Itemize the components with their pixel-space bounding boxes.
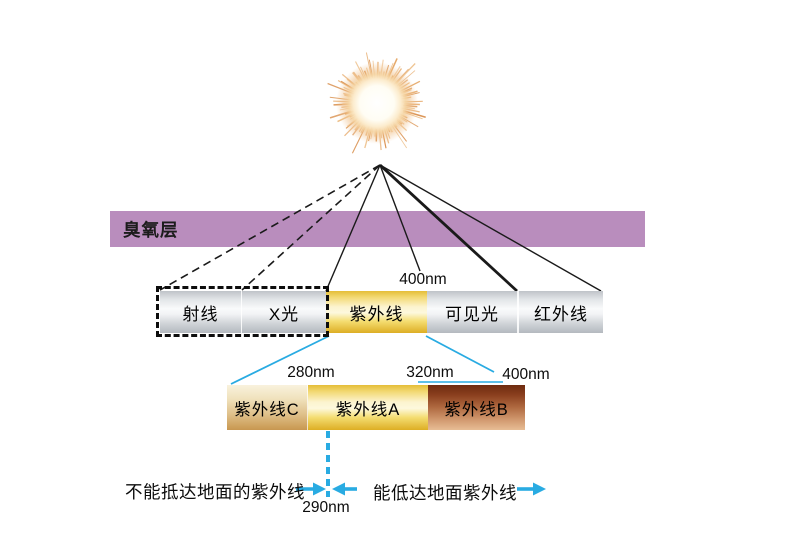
label-290nm: 290nm <box>302 499 350 516</box>
segment-visible-light-label: 可见光 <box>445 304 499 324</box>
segment-rays: 射线 <box>160 291 242 333</box>
segment-uva-label: 紫外线A <box>335 400 401 419</box>
segment-ultraviolet-label: 紫外线 <box>349 304 404 324</box>
segment-uvb-label: 紫外线B <box>444 400 509 419</box>
segment-uvc-label: 紫外线C <box>234 400 300 419</box>
blocked-rays-outline <box>156 286 329 337</box>
sun-icon <box>327 52 426 154</box>
spectrum-bar: 射线 X光 紫外线 可见光 红外线 <box>160 291 603 333</box>
uv-detail-bar: 紫外线C 紫外线A 紫外线B <box>227 385 525 430</box>
label-400nm-top: 400nm <box>399 271 447 288</box>
ozone-layer-band: 臭氧层 <box>110 211 645 247</box>
arrow-reaching-right-head <box>533 482 546 496</box>
label-280nm: 280nm <box>287 364 335 381</box>
label-320nm: 320nm <box>406 364 454 381</box>
reaching-uv-text: 能低达地面紫外线 <box>373 483 517 503</box>
arrow-reaching-uv-head <box>332 482 345 496</box>
segment-visible-light: 可见光 <box>427 291 519 333</box>
segment-uvc: 紫外线C <box>227 385 308 430</box>
segment-infrared: 红外线 <box>519 291 603 333</box>
segment-rays-label: 射线 <box>182 304 219 324</box>
segment-ultraviolet: 紫外线 <box>326 291 427 333</box>
segment-xray-label: X光 <box>268 304 300 324</box>
arrow-blocked-uv-head <box>313 482 326 496</box>
uv-expand-lines <box>230 335 503 385</box>
label-400nm: 400nm <box>502 366 550 383</box>
segment-infrared-label: 红外线 <box>534 304 588 324</box>
blocked-uv-text: 不能抵达地面的紫外线 <box>125 482 305 502</box>
ozone-layer-label: 臭氧层 <box>123 219 179 240</box>
segment-uvb: 紫外线B <box>428 385 525 430</box>
segment-uva: 紫外线A <box>308 385 428 430</box>
segment-xray: X光 <box>242 291 326 333</box>
